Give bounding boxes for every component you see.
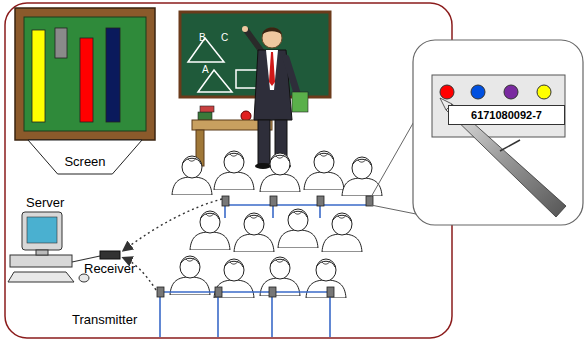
- chalkboard: [180, 12, 330, 97]
- node-text: 6171080092-7: [471, 109, 542, 121]
- classroom-frame: [5, 3, 452, 338]
- zoom-callout: [413, 40, 583, 225]
- keypad-device: [432, 75, 565, 137]
- teacher-figure: [242, 26, 308, 169]
- chalk-letter: B: [199, 32, 206, 43]
- device-label: Server: [26, 195, 64, 210]
- chalk-letter: A: [202, 64, 209, 75]
- students: [170, 151, 382, 298]
- server-computer: [8, 212, 89, 282]
- node-text: Screen: [64, 154, 105, 169]
- zoom-line: [371, 205, 416, 214]
- screen-projection: Screen: [28, 140, 142, 174]
- wireless-signal: [124, 199, 222, 290]
- desk-wiring: [160, 205, 370, 337]
- serial-number-plate: 6171080092-7: [448, 105, 565, 125]
- pen: [440, 98, 566, 217]
- chalk-letter: C: [221, 32, 228, 43]
- device-label: Receiver: [84, 261, 135, 276]
- device-label: Transmitter: [72, 312, 137, 327]
- zoom-line: [371, 118, 416, 197]
- receiver-device: [72, 251, 120, 262]
- projection-screen: [15, 8, 155, 140]
